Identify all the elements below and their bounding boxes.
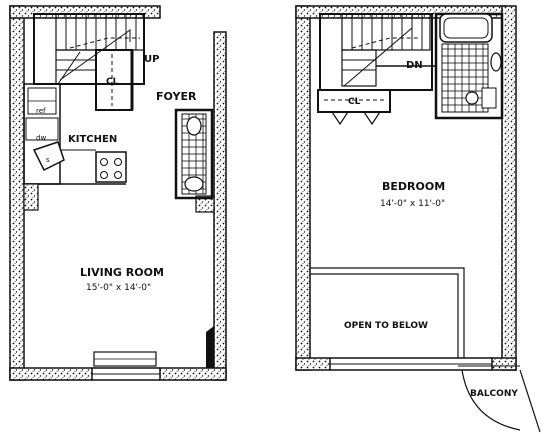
lower-closet (95, 49, 134, 111)
open-to-below-label: OPEN TO BELOW (344, 321, 428, 331)
kitchen-area (23, 83, 127, 185)
living-room-label: LIVING ROOM (80, 266, 164, 279)
upper-stair (319, 13, 436, 91)
bedroom-label: BEDROOM (382, 180, 445, 193)
upper-closet-label: CL (348, 97, 361, 107)
lower-level-plan: UP CL FOYER KITCHEN ref dw (9, 5, 227, 381)
lower-bathroom (174, 108, 214, 200)
lower-stair-label: UP (144, 54, 159, 65)
dw-label: dw (36, 134, 46, 142)
living-room-window (92, 351, 160, 381)
corner-column (206, 326, 214, 368)
upper-stair-label: DN (406, 60, 423, 71)
kitchen-label: KITCHEN (68, 134, 117, 145)
lower-closet-label: CL (106, 77, 119, 87)
balcony-door (458, 365, 541, 433)
upper-bathroom (434, 12, 504, 120)
foyer-label: FOYER (156, 90, 197, 103)
ref-label: ref (36, 107, 46, 115)
living-room-dim: 15'-0" x 14'-0" (86, 283, 151, 293)
upper-level-plan: DN CL BEDROOM 14'-0" x 11'-0" OPEN TO BE… (295, 5, 541, 433)
lower-interior-walls (23, 183, 215, 213)
bedroom-dim: 14'-0" x 11'-0" (380, 199, 445, 209)
sink-label: s (46, 156, 50, 164)
open-to-below-zone (310, 267, 465, 358)
upper-window (330, 357, 492, 371)
balcony-label: BALCONY (470, 389, 518, 399)
upper-closet (317, 89, 391, 126)
